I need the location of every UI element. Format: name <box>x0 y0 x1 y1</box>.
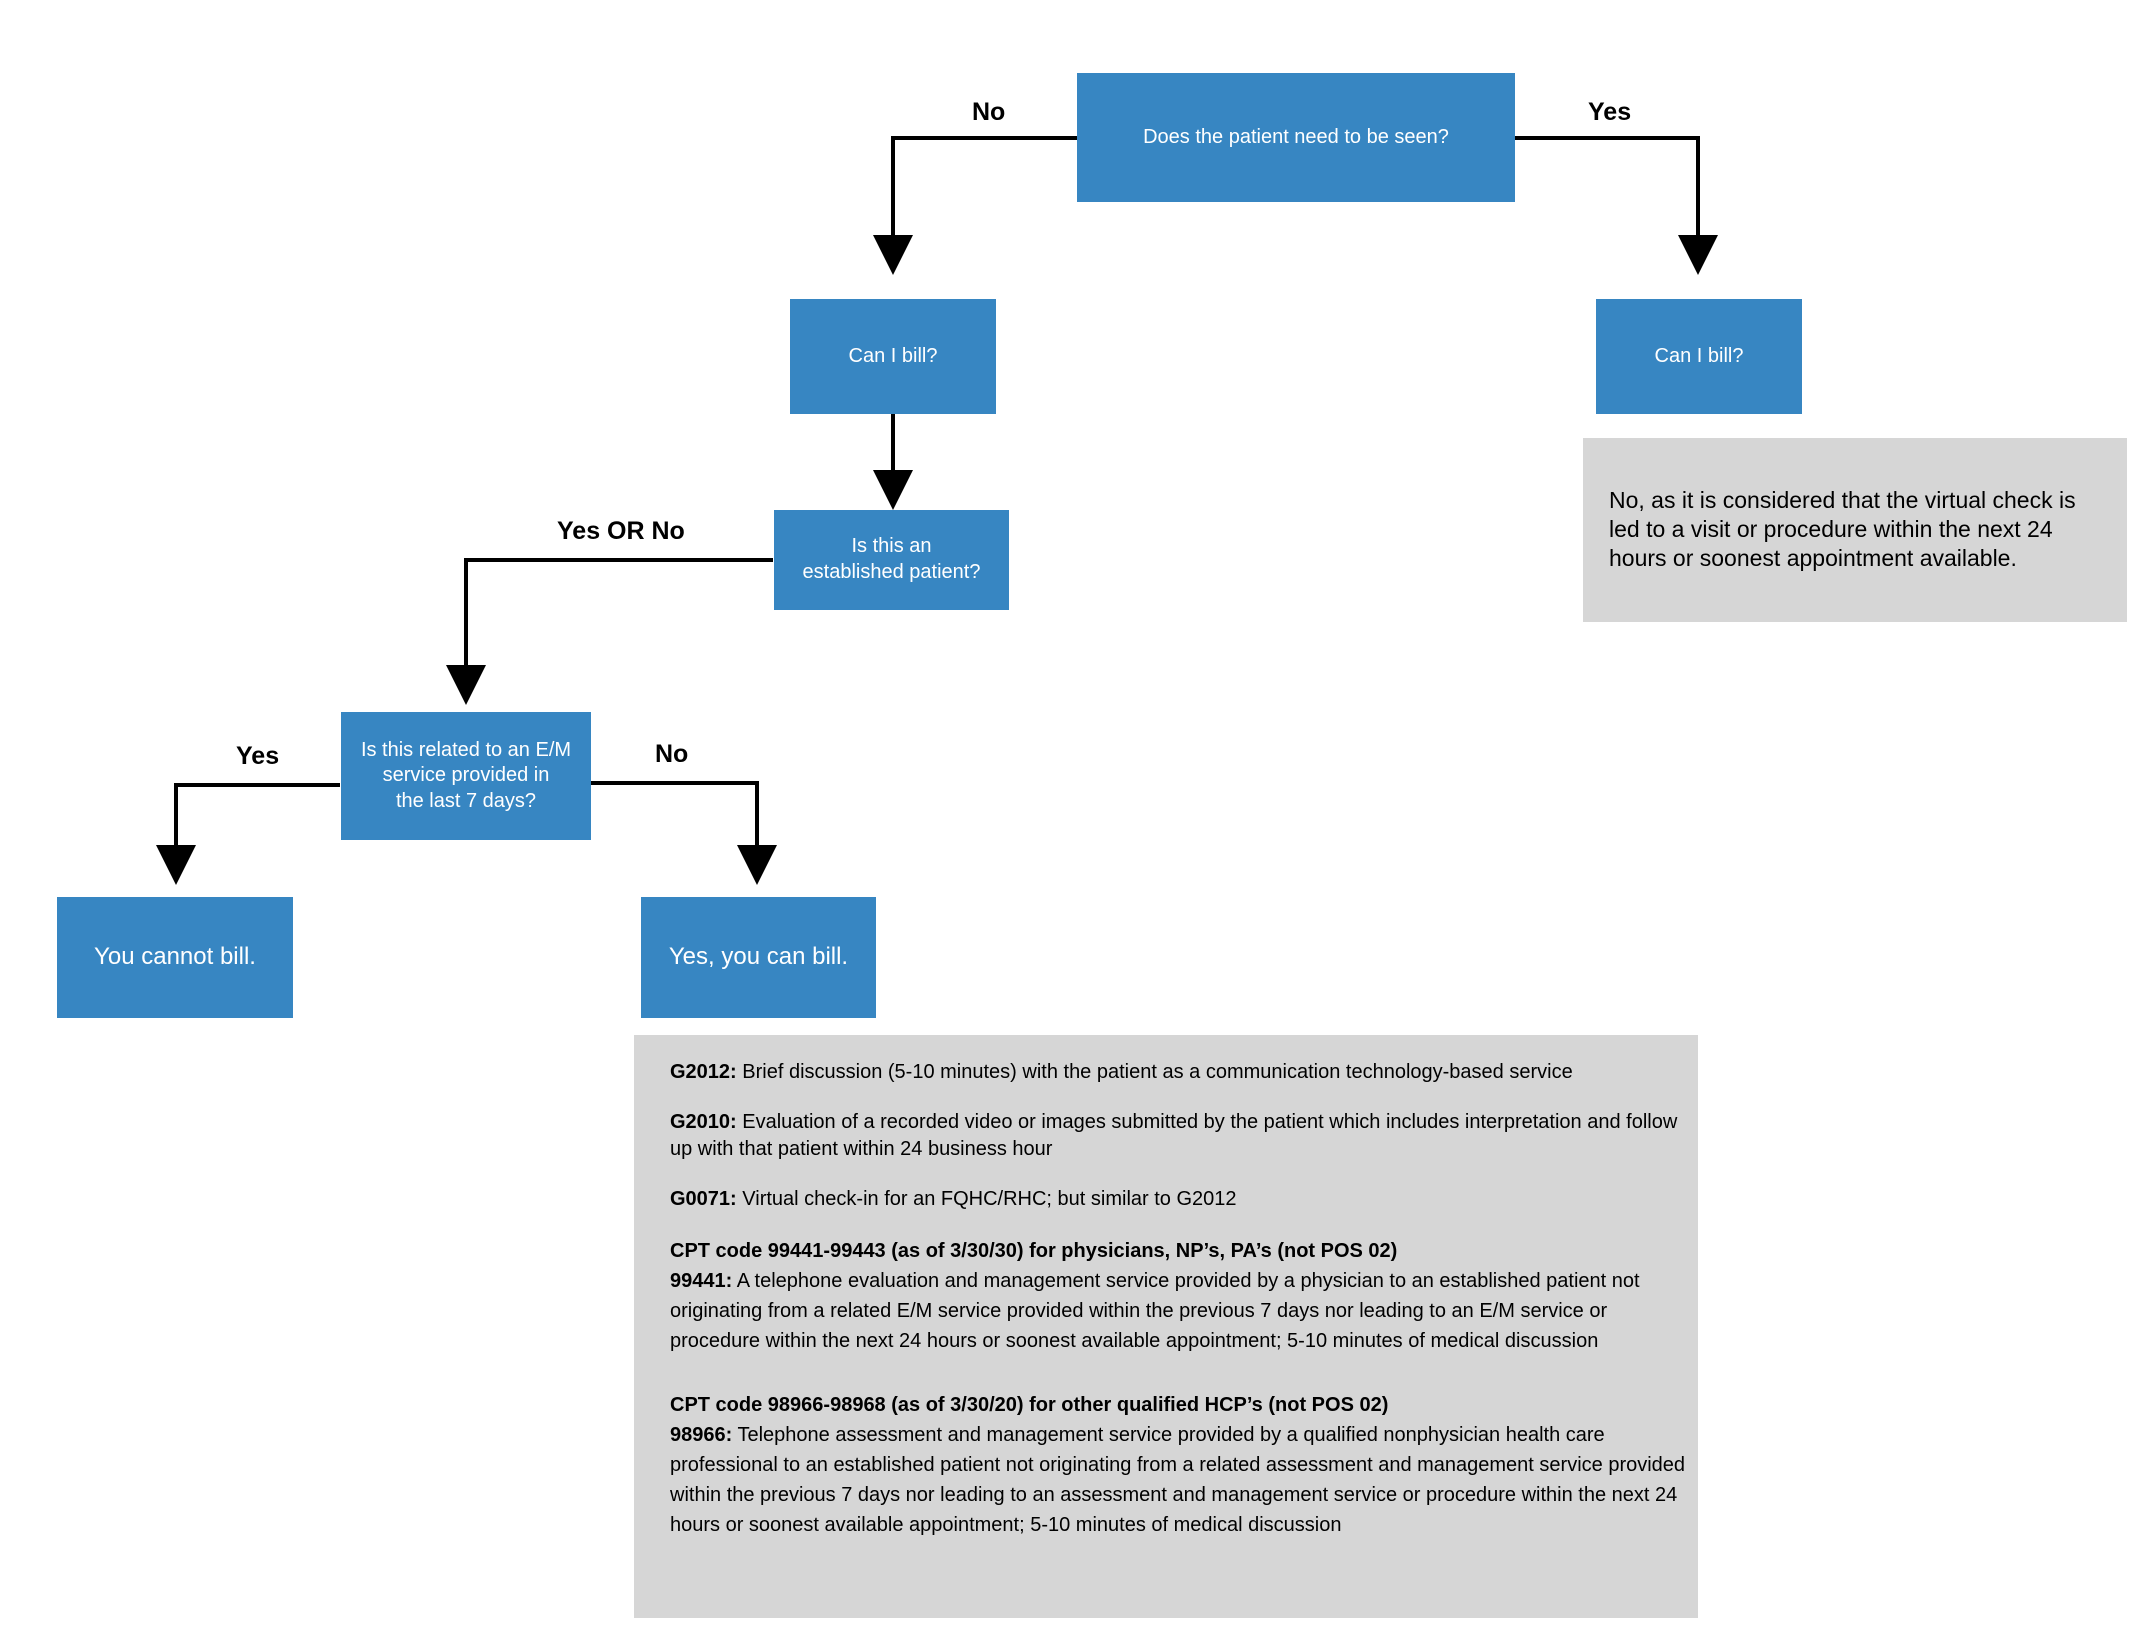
cpt-heading-physicians: CPT code 99441-99443 (as of 3/30/30) for… <box>670 1240 1398 1263</box>
node-can-i-bill-left: Can I bill? <box>790 299 996 414</box>
cpt-heading-other-hcp: CPT code 98966-98968 (as of 3/30/20) for… <box>670 1394 1389 1417</box>
code-entry-g2012: G2012: Brief discussion (5-10 minutes) w… <box>670 1061 1573 1083</box>
code-entry-98966: 98966: Telephone assessment and manageme… <box>670 1424 1686 1537</box>
node-related-em-service: Is this related to an E/M service provid… <box>341 712 591 840</box>
node-can-bill-label: Yes, you can bill. <box>668 943 849 971</box>
node-need-to-be-seen: Does the patient need to be seen? <box>1077 73 1515 202</box>
edge-label-yes-top: Yes <box>1588 98 1632 126</box>
node-can-i-bill-left-label: Can I bill? <box>848 344 938 367</box>
code-entry-g2010: G2010: Evaluation of a recorded video or… <box>670 1111 1678 1160</box>
edge-seen-to-bill-right <box>1513 136 1718 275</box>
edge-label-yes-or-no: Yes OR No <box>557 517 685 545</box>
node-established-patient: Is this an established patient? <box>774 510 1009 610</box>
edge-label-yes-left: Yes <box>236 742 280 770</box>
node-established-patient-label: Is this an established patient? <box>802 535 981 583</box>
edge-seen-to-bill-left <box>873 136 1080 275</box>
node-need-to-be-seen-label: Does the patient need to be seen? <box>1143 125 1449 148</box>
node-related-em-service-label: Is this related to an E/M service provid… <box>360 738 572 812</box>
node-cannot-bill: You cannot bill. <box>57 897 293 1018</box>
node-cannot-bill-label: You cannot bill. <box>94 943 256 971</box>
note-billing-codes: G2012: Brief discussion (5-10 minutes) w… <box>634 1035 1698 1618</box>
node-can-i-bill-right-label: Can I bill? <box>1654 344 1744 367</box>
note-virtual-check: No, as it is considered that the virtual… <box>1583 438 2127 622</box>
code-entry-g0071: G0071: Virtual check-in for an FQHC/RHC;… <box>670 1188 1237 1211</box>
edge-related-to-can <box>590 781 777 885</box>
node-can-i-bill-right: Can I bill? <box>1596 299 1802 414</box>
node-can-bill: Yes, you can bill. <box>641 897 876 1018</box>
note-virtual-check-text: No, as it is considered that the virtual… <box>1609 487 2076 572</box>
edge-established-to-related <box>446 558 773 705</box>
edge-label-no-top: No <box>972 98 1006 126</box>
edge-related-to-cannot <box>156 783 340 885</box>
code-entry-99441: 99441: A telephone evaluation and manage… <box>670 1270 1640 1353</box>
edge-label-no-right: No <box>655 740 689 768</box>
